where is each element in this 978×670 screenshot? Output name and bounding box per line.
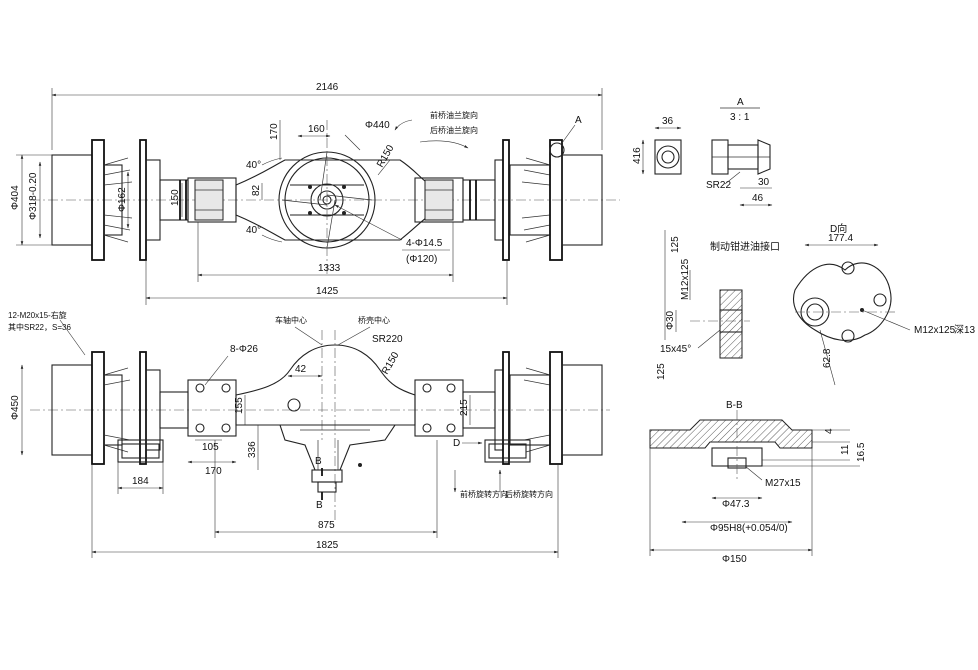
- front-view: 12-M20x15-右旋 其中SR22，S=36 8-Φ26 车轴中心 桥壳中心…: [8, 310, 610, 558]
- view-d-1774: 177.4: [828, 233, 853, 244]
- dim-162: Φ162: [117, 187, 128, 212]
- dim-40a: 40°: [246, 160, 261, 171]
- brake-125b: 125: [656, 363, 667, 380]
- dim-1825: 1825: [316, 540, 339, 551]
- dim-440: Φ440: [365, 120, 390, 131]
- dim-318: Φ318-0.20: [28, 172, 39, 220]
- detail-a-sr22: SR22: [706, 180, 731, 191]
- dim-215: 215: [459, 399, 470, 416]
- dim-120: (Φ120): [406, 254, 437, 265]
- detail-a-30: 30: [758, 177, 770, 188]
- label-wheel-center: 车轴中心: [275, 315, 307, 325]
- dim-r150-b: R150: [380, 350, 402, 377]
- view-d: D向 177.4 M12x125 深13 62.8: [793, 222, 976, 386]
- dim-875: 875: [318, 520, 335, 531]
- arrow-label-front: 前桥油兰旋向: [430, 110, 478, 120]
- dim-r150: R150: [375, 143, 397, 170]
- callout-a: A: [575, 115, 582, 126]
- detail-a-36: 36: [662, 116, 674, 127]
- brake-30: Φ30: [665, 310, 676, 330]
- bb-95: Φ95H8(+0.054/0): [710, 523, 788, 534]
- dim-105: 105: [202, 442, 219, 453]
- brake-125a: 125: [670, 236, 681, 253]
- dim-336: 336: [247, 441, 258, 458]
- view-d-m12: M12x125: [914, 325, 956, 336]
- arrow-label-bottom-rear: 后桥旋转方向: [505, 489, 553, 499]
- dim-2146: 2146: [316, 82, 339, 93]
- dim-1333: 1333: [318, 263, 341, 274]
- dim-450: Φ450: [10, 395, 21, 420]
- section-b-bot: B: [316, 500, 323, 511]
- dim-82: 82: [251, 184, 262, 196]
- bb-4: 4: [824, 428, 835, 434]
- view-d-depth: 深13: [954, 324, 976, 336]
- dim-155: 155: [234, 397, 245, 414]
- detail-a-letter: A: [737, 97, 744, 108]
- dim-8-26: 8-Φ26: [230, 344, 258, 355]
- detail-a: A 3 : 1 36 416 SR22 30 46: [632, 97, 773, 207]
- dim-170-b: 170: [205, 466, 222, 477]
- view-d-title: D向: [830, 222, 847, 235]
- label-d: D: [453, 438, 460, 449]
- dim-160: 160: [308, 124, 325, 135]
- dim-170: 170: [269, 123, 280, 140]
- dim-1425: 1425: [316, 286, 339, 297]
- bb-473: Φ47.3: [722, 499, 750, 510]
- dim-42: 42: [295, 364, 307, 375]
- bb-m27: M27x15: [765, 478, 801, 489]
- arrow-label-bottom-front: 前桥旋转方向: [460, 489, 508, 499]
- note-sr22: 其中SR22，S=36: [8, 322, 71, 332]
- section-b-top: B: [315, 456, 322, 467]
- top-view: 2146: [10, 82, 620, 305]
- bb-11: 11: [840, 444, 851, 455]
- bb-150: Φ150: [722, 554, 747, 565]
- dim-40b: 40°: [246, 225, 261, 236]
- dim-sr220: SR220: [372, 334, 403, 345]
- label-axle-center: 桥壳中心: [358, 315, 390, 325]
- dim-150: 150: [170, 189, 181, 206]
- brake-inlet-detail: 制动钳进油接口 125 M12x125 Φ30 15x45° 125: [656, 230, 780, 380]
- brake-m12: M12x125: [680, 258, 691, 300]
- note-bolts: 12-M20x15-右旋: [8, 310, 67, 320]
- dim-184: 184: [132, 476, 149, 487]
- section-bb: B-B 4 11 16.5 M27x15 Φ47.3 Φ95H8(+0.054/…: [649, 400, 867, 565]
- detail-a-46: 46: [752, 193, 764, 204]
- section-bb-title: B-B: [726, 400, 743, 411]
- brake-title: 制动钳进油接口: [710, 240, 780, 253]
- dim-404: Φ404: [10, 185, 21, 210]
- brake-chamfer: 15x45°: [660, 344, 691, 355]
- detail-a-scale: 3 : 1: [730, 112, 750, 123]
- detail-a-416: 416: [632, 147, 643, 164]
- dim-holes: 4-Φ14.5: [406, 238, 443, 249]
- arrow-label-rear: 后桥油兰旋向: [430, 125, 478, 135]
- bb-165: 16.5: [856, 442, 867, 462]
